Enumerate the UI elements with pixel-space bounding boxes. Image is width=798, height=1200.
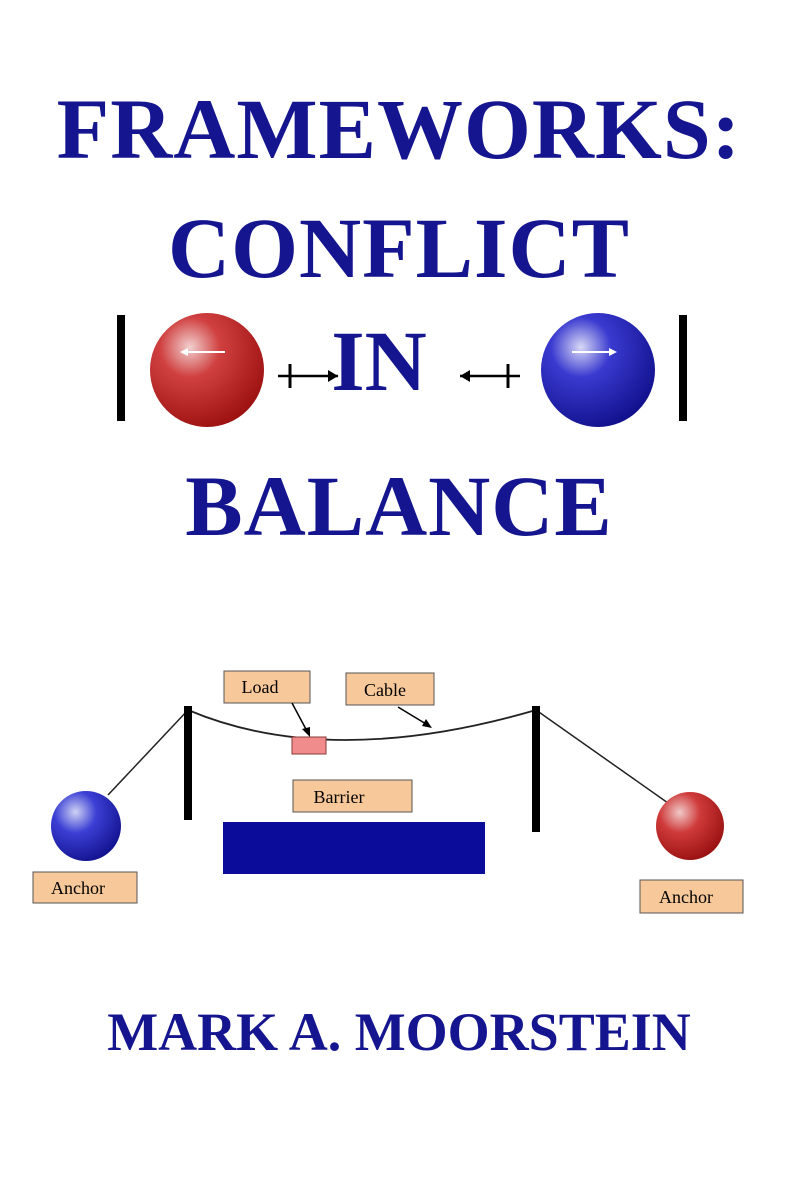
title-line-frameworks: FRAMEWORKS: <box>56 81 742 177</box>
right-wall-bar <box>679 315 687 421</box>
left-anchor-label: Anchor <box>51 878 105 898</box>
right-guy-wire <box>535 709 669 804</box>
barrier-label: Barrier <box>314 787 365 807</box>
balance-illustration <box>117 313 687 427</box>
left-guy-wire <box>107 709 189 796</box>
load-box <box>291 736 327 755</box>
blue-ball <box>541 313 655 427</box>
title-line-in-with-balls: IN <box>0 300 798 440</box>
right-anchor-label-box <box>639 879 744 914</box>
tightrope-diagram: Load Cable Barrier Anchor Anchor <box>32 670 744 914</box>
load-pointer-arrow-icon <box>291 702 309 734</box>
right-anchor-label: Anchor <box>659 887 713 907</box>
blue-ball-arrowhead-icon <box>609 348 617 356</box>
right-post <box>532 706 540 832</box>
red-ball-arrowhead-icon <box>180 348 188 356</box>
title-line-balance: BALANCE <box>185 458 613 554</box>
cable-label: Cable <box>364 680 406 700</box>
cable-line <box>187 709 537 741</box>
left-anchor-label-box <box>32 871 138 904</box>
barrier-label-box <box>292 779 413 813</box>
title-line-in: IN <box>331 313 427 409</box>
title-line-conflict: CONFLICT <box>168 200 630 296</box>
author-name: MARK A. MOORSTEIN <box>107 1002 691 1062</box>
left-anchor-ball <box>51 791 121 861</box>
right-anchor-ball <box>656 792 724 860</box>
left-post <box>184 706 192 820</box>
cable-pointer-arrow-icon <box>397 706 427 725</box>
barrier-block <box>223 822 485 874</box>
cable-label-box <box>345 672 435 706</box>
load-label: Load <box>242 677 279 697</box>
left-wall-bar <box>117 315 125 421</box>
red-ball <box>150 313 264 427</box>
load-label-box <box>223 670 311 704</box>
